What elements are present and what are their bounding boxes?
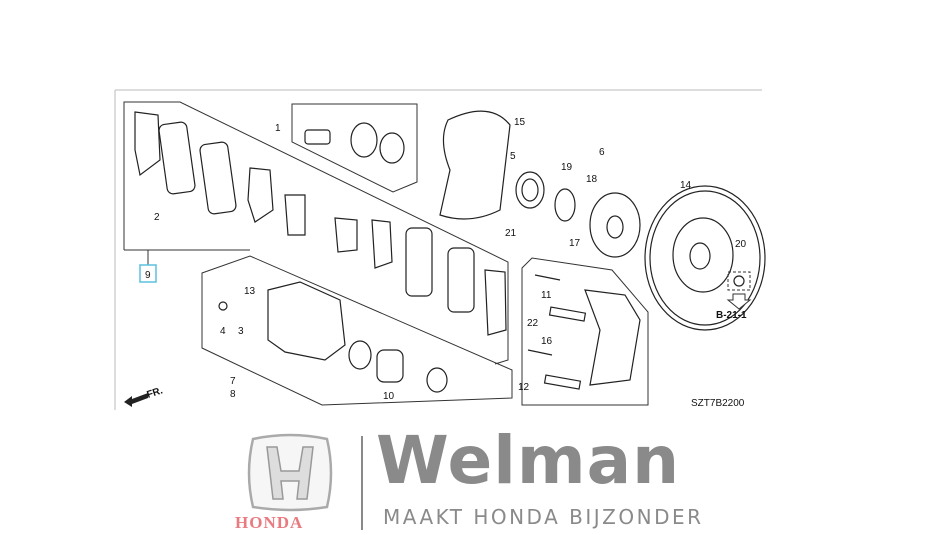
brake-disc-vent — [649, 190, 761, 326]
callout-12[interactable]: 12 — [518, 382, 530, 393]
caliper-piston — [376, 349, 404, 383]
dealer-branding: HONDA Welman MAAKT HONDA BIJZONDER — [230, 422, 730, 533]
brake-pad — [199, 141, 237, 215]
pad-shim — [371, 219, 393, 269]
selected-callout-highlight — [139, 264, 157, 283]
dust-boot — [379, 132, 405, 164]
seal-kit-group — [291, 103, 418, 193]
callout-19[interactable]: 19 — [561, 162, 573, 173]
divider — [361, 436, 363, 530]
dust-seal — [426, 367, 448, 393]
callout-7[interactable]: 7 — [230, 376, 236, 387]
pad-retainer — [548, 306, 587, 322]
callout-14[interactable]: 14 — [680, 180, 692, 191]
callout-10[interactable]: 10 — [383, 391, 395, 402]
callout-22[interactable]: 22 — [527, 318, 539, 329]
brake-pad — [405, 227, 433, 297]
caliper-bracket — [584, 289, 641, 386]
hub-bearing — [515, 171, 545, 209]
guide-pin — [534, 274, 561, 281]
callout-11[interactable]: 11 — [541, 290, 552, 301]
tagline: MAAKT HONDA BIJZONDER — [383, 505, 704, 529]
honda-logo-icon — [247, 433, 333, 512]
callout-8[interactable]: 8 — [230, 389, 236, 400]
callout-2[interactable]: 2 — [154, 212, 160, 223]
callout-9[interactable]: 9 — [145, 270, 151, 281]
wheel-nut — [733, 275, 745, 287]
caliper-body — [267, 281, 346, 361]
honda-wordmark: HONDA — [235, 513, 304, 532]
front-direction-label: FR. — [146, 385, 165, 401]
bracket-group — [521, 257, 649, 406]
bleeder-cap — [218, 301, 228, 311]
drawing-code: SZT7B2200 — [691, 398, 745, 409]
callout-16[interactable]: 16 — [541, 336, 553, 347]
reference-label[interactable]: B-21-1 — [716, 310, 747, 321]
callout-3[interactable]: 3 — [238, 326, 244, 337]
callout-5[interactable]: 5 — [510, 151, 516, 162]
callout-6[interactable]: 6 — [599, 147, 605, 158]
callout-13[interactable]: 13 — [244, 286, 256, 297]
snap-ring — [554, 188, 576, 222]
hub-flange — [589, 192, 641, 258]
callout-1[interactable]: 1 — [275, 123, 281, 134]
callout-20[interactable]: 20 — [735, 239, 747, 250]
callout-15[interactable]: 15 — [514, 117, 526, 128]
brake-pad — [447, 247, 475, 313]
front-direction-arrow-icon — [124, 393, 148, 407]
brake-disc — [644, 185, 766, 331]
pad-kit-group — [123, 101, 509, 365]
wheel-nut-box — [727, 271, 751, 291]
callout-21[interactable]: 21 — [505, 228, 517, 239]
callout-17[interactable]: 17 — [569, 238, 581, 249]
pad-shim — [484, 269, 507, 336]
piston-seal — [350, 122, 378, 158]
pad-shim — [134, 111, 161, 177]
pad-shim — [284, 194, 306, 236]
brake-disc-center — [689, 242, 711, 270]
pad-retainer — [543, 374, 582, 390]
hub-bearing-inner — [521, 178, 539, 202]
reference-arrow-icon — [726, 293, 752, 310]
caliper-group — [201, 255, 513, 406]
splash-shield — [439, 110, 511, 220]
bleeder-cap — [304, 129, 331, 145]
brake-disc-hat — [672, 217, 734, 293]
brand-name: Welman — [376, 422, 681, 499]
hub-center — [606, 215, 624, 239]
guide-pin — [527, 349, 553, 356]
brake-pad — [158, 121, 196, 195]
pad-shim — [247, 167, 274, 223]
callout-18[interactable]: 18 — [586, 174, 598, 185]
piston-seal — [348, 340, 372, 370]
pad-shim — [334, 217, 358, 253]
callout-4[interactable]: 4 — [220, 326, 226, 337]
